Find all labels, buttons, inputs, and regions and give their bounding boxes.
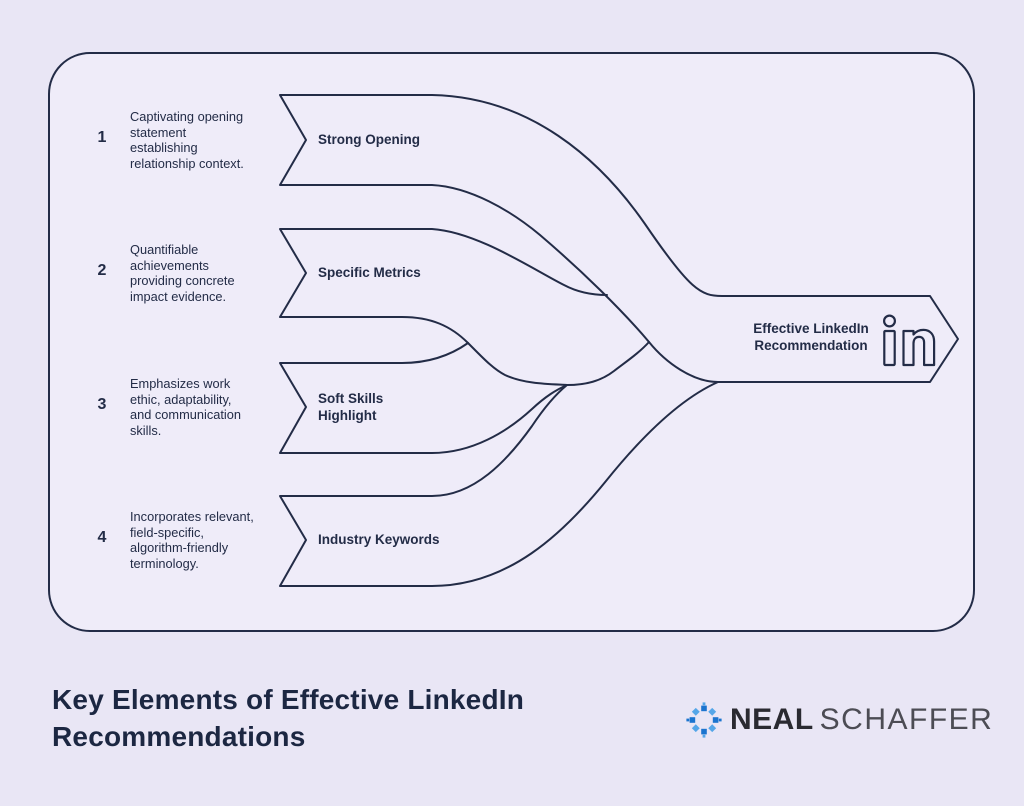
band-label: Soft Skills Highlight <box>318 391 384 423</box>
band4-shape <box>279 381 719 587</box>
linkedin-in-icon <box>882 314 936 367</box>
item-number: 4 <box>97 529 107 546</box>
item-description: Emphasizes work ethic, adaptability, and… <box>130 376 241 438</box>
band-label: Specific Metrics <box>318 265 421 280</box>
band3-shape <box>279 342 568 454</box>
merge-line-234 <box>566 341 650 386</box>
band-label: Industry Keywords <box>318 532 440 547</box>
brand-name-second: SCHAFFER <box>819 703 994 736</box>
item-description: Incorporates relevant, field-specific, a… <box>130 509 254 571</box>
diagram-card: 1 Captivating opening statement establis… <box>48 52 975 632</box>
dotted-circle-icon <box>686 702 722 738</box>
item-description: Quantifiable achievements providing conc… <box>130 242 235 304</box>
item-number: 1 <box>97 129 107 146</box>
result-label-line2: Recommendation <box>754 338 868 353</box>
band1-arrow-shape <box>279 94 959 383</box>
page-title: Key Elements of Effective LinkedIn Recom… <box>52 681 672 755</box>
brand-name-first: NEAL <box>730 703 814 736</box>
item-description: Captivating opening statement establishi… <box>130 109 244 171</box>
item-number: 2 <box>97 262 107 279</box>
band2-shape <box>279 228 608 344</box>
result-label-line1: Effective LinkedIn <box>753 321 869 336</box>
page-title-line1: Key Elements of Effective LinkedIn <box>52 684 525 715</box>
merge-line-23 <box>467 342 568 386</box>
item-number: 3 <box>97 396 107 413</box>
converging-arrows-graphic <box>279 94 959 587</box>
band-label: Strong Opening <box>318 132 420 147</box>
brand-logo: NEAL SCHAFFER <box>686 701 993 739</box>
result-label: Effective LinkedIn Recommendation <box>750 320 872 354</box>
page-title-line2: Recommendations <box>52 721 306 752</box>
